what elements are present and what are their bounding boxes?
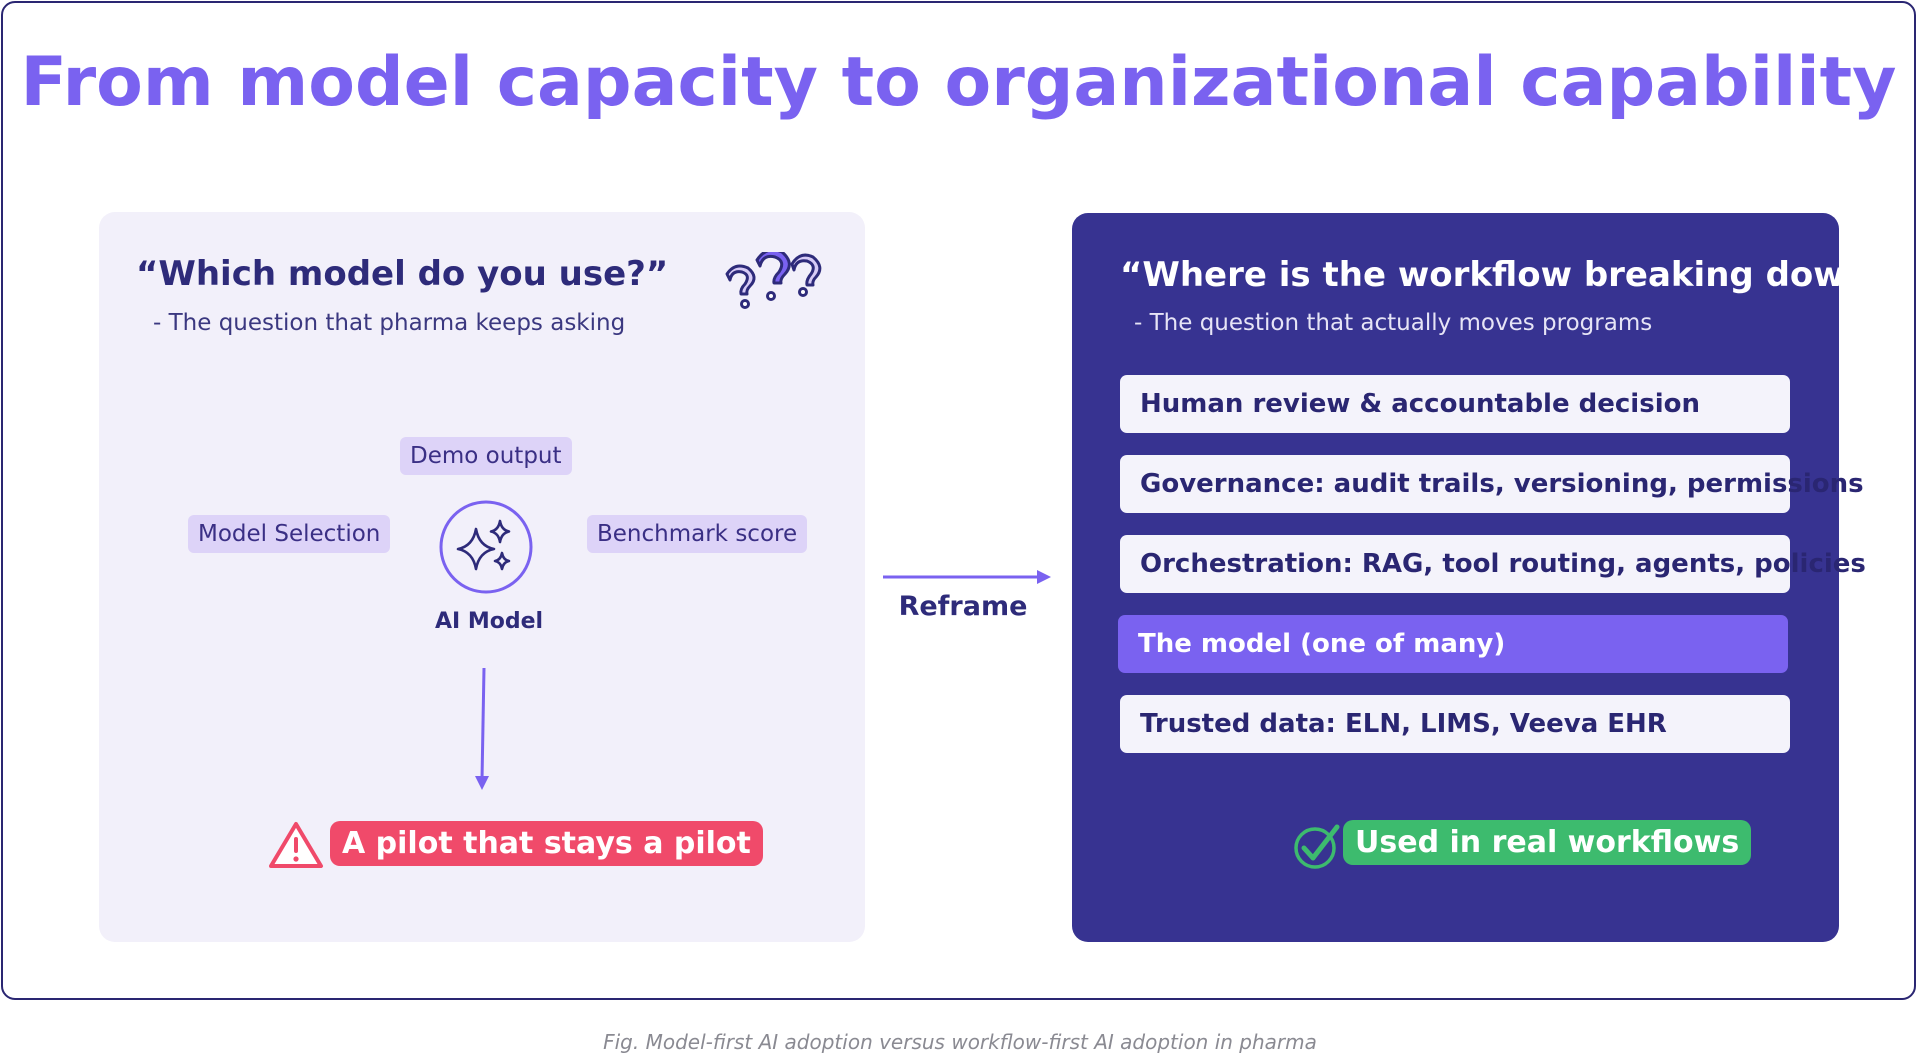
- right-question: “Where is the workflow breaking down?”: [1120, 255, 1911, 295]
- ai-model-label: AI Model: [434, 609, 544, 634]
- right-subtitle: - The question that actually moves progr…: [1134, 310, 1653, 336]
- layer-orchestration: Orchestration: RAG, tool routing, agents…: [1120, 535, 1866, 593]
- workflow-outcome-badge: Used in real workflows: [1343, 820, 1752, 865]
- figure-frame: From model capacity to organizational ca…: [1, 1, 1916, 1000]
- right-arrow-icon: [883, 570, 1051, 584]
- figure-caption: Fig. Model-first AI adoption versus work…: [603, 1030, 1317, 1054]
- warning-icon: [269, 822, 323, 868]
- workflow-first-panel: “Where is the workflow breaking down?” -…: [1072, 213, 1911, 942]
- sparkles-icon: [439, 500, 533, 594]
- reframe-label: Reframe: [898, 591, 1028, 622]
- left-subtitle: - The question that pharma keeps asking: [153, 310, 626, 336]
- benchmark-score-chip: Benchmark score: [587, 515, 808, 553]
- page-title: From model capacity to organizational ca…: [20, 43, 1897, 122]
- down-arrow-icon: [475, 667, 489, 790]
- layer-trusted-data: Trusted data: ELN, LIMS, Veeva EHR: [1120, 695, 1790, 753]
- model-selection-chip: Model Selection: [188, 515, 391, 553]
- pilot-outcome-badge: A pilot that stays a pilot: [330, 821, 763, 866]
- layer-model: The model (one of many): [1118, 615, 1788, 673]
- left-question: “Which model do you use?”: [136, 254, 669, 294]
- demo-output-chip: Demo output: [400, 437, 572, 475]
- question-marks-icon: [725, 252, 822, 309]
- layer-governance: Governance: audit trails, versioning, pe…: [1120, 455, 1864, 513]
- model-first-panel: “Which model do you use?” - The question…: [99, 212, 865, 942]
- check-circle-icon: [1294, 824, 1340, 869]
- layer-human-review: Human review & accountable decision: [1120, 375, 1790, 433]
